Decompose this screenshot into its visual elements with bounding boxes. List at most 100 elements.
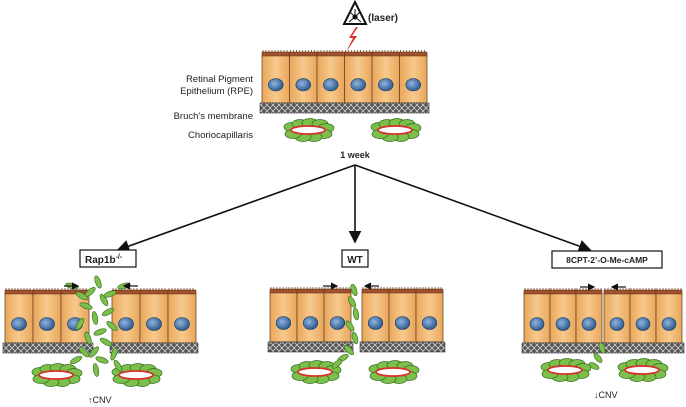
nucleus <box>378 78 394 92</box>
endothelial-sprout <box>347 296 357 308</box>
rpe-cell <box>575 288 603 344</box>
nucleus <box>323 78 339 92</box>
endothelial-sprout <box>84 331 92 345</box>
choriocapillaris-vessel <box>290 360 342 384</box>
rpe-cell <box>32 288 62 344</box>
rpe-cell <box>655 288 683 344</box>
endothelial-sprout <box>351 331 359 345</box>
nucleus <box>609 317 625 331</box>
rpe-cell <box>316 50 345 104</box>
rpe-cell <box>296 287 325 343</box>
choriocapillaris-vessel <box>617 358 669 382</box>
nucleus <box>581 317 597 331</box>
condition-label-8cpt: 8CPT-2’-O-Me-cAMP <box>566 255 648 265</box>
rpe-cell <box>269 287 298 343</box>
endothelial-sprout <box>79 302 93 310</box>
nucleus <box>39 317 55 331</box>
nucleus <box>118 317 134 331</box>
condition-box-rap1b: Rap1b-/- <box>79 249 137 268</box>
nucleus <box>295 78 311 92</box>
svg-text:Rap1b-/-: Rap1b-/- <box>85 254 123 266</box>
choriocapillaris-vessel <box>31 363 83 387</box>
rpe-cell <box>289 50 318 104</box>
nucleus <box>529 317 545 331</box>
bruchs-membrane <box>359 341 446 353</box>
bruchs-membrane <box>521 342 605 354</box>
endothelial-sprout <box>593 353 603 363</box>
choriocapillaris-label: Choriocapillaris <box>188 130 253 141</box>
endothelial-sprout <box>69 355 83 365</box>
rpe-cell <box>4 288 34 344</box>
bruchs-membrane <box>259 102 430 114</box>
bruchs-membrane <box>109 342 199 354</box>
nucleus <box>421 316 438 330</box>
endothelial-sprout <box>103 290 117 298</box>
laser-hazard-icon <box>342 0 368 25</box>
choriocapillaris-vessel <box>283 118 335 142</box>
endothelial-sprout <box>110 347 118 361</box>
nucleus <box>635 317 651 331</box>
endothelial-sprout <box>588 362 600 370</box>
choriocapillaris-vessel <box>540 358 592 382</box>
nucleus <box>174 317 190 331</box>
rpe-panel-8cpt <box>521 283 685 382</box>
nucleus <box>661 317 677 331</box>
endothelial-sprout <box>598 342 606 354</box>
endothelial-sprout <box>75 291 89 301</box>
time-label: 1 week <box>340 150 371 160</box>
rpe-panel-initial <box>259 50 430 142</box>
rpe-panel-rap1b <box>2 275 199 387</box>
endothelial-sprout <box>78 346 90 358</box>
bruchs-membrane-label: Bruch's membrane <box>174 111 253 122</box>
condition-box-wt: WT <box>341 249 369 268</box>
endothelial-sprout <box>106 321 118 331</box>
nucleus <box>350 78 366 92</box>
laser-bolt-icon <box>346 27 358 52</box>
rpe-cell <box>261 50 290 104</box>
rpe-cell <box>323 287 352 343</box>
endothelial-sprout <box>92 363 100 377</box>
bruchs-membrane <box>2 342 94 354</box>
effect-label-8cpt: ↓CNV <box>594 390 618 400</box>
endothelial-sprout <box>99 337 113 347</box>
endothelial-sprout <box>94 275 102 289</box>
rpe-cell <box>629 288 657 344</box>
endothelial-sprout <box>91 311 99 325</box>
rpe-cell <box>549 288 577 344</box>
endothelial-sprout <box>101 307 115 317</box>
endothelial-sprout <box>344 345 354 355</box>
endothelial-sprout <box>93 328 107 336</box>
rpe-label-line1: Retinal Pigment <box>186 74 253 85</box>
rpe-cell <box>388 287 417 343</box>
bruchs-membrane <box>601 342 685 354</box>
endothelial-sprout <box>352 307 360 321</box>
rpe-cell <box>371 50 400 104</box>
nucleus <box>11 317 27 331</box>
rpe-cell <box>111 288 141 344</box>
bruchs-membrane <box>267 341 354 353</box>
nucleus <box>268 78 284 92</box>
rpe-cell <box>344 50 373 104</box>
nucleus <box>302 316 319 330</box>
endothelial-sprout <box>345 320 355 332</box>
nucleus <box>275 316 292 330</box>
rpe-cell <box>523 288 551 344</box>
rpe-cell <box>415 287 444 343</box>
branch-arrows <box>116 164 592 253</box>
effect-label-rap1b: ↑CNV <box>88 395 112 405</box>
nucleus <box>555 317 571 331</box>
rpe-label-line2: Epithelium (RPE) <box>180 86 253 97</box>
nucleus <box>329 316 346 330</box>
rpe-cell <box>603 288 631 344</box>
rpe-cell <box>361 287 390 343</box>
nucleus <box>394 316 411 330</box>
choriocapillaris-vessel <box>370 118 422 142</box>
nucleus <box>146 317 162 331</box>
endothelial-sprout <box>331 359 343 369</box>
condition-label-wt: WT <box>347 255 363 266</box>
rpe-cell <box>139 288 169 344</box>
nucleus <box>367 316 384 330</box>
rpe-cell <box>167 288 197 344</box>
